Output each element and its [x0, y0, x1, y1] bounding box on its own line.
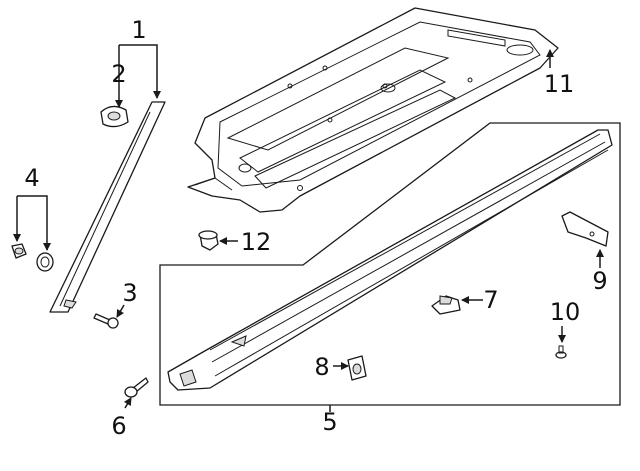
bolt-part: [11, 243, 27, 259]
callout-labels: 1 2 3 4 5 6 7 8 9 10 11 12: [24, 16, 607, 440]
rocker-panel: [167, 129, 613, 391]
callout-2: 2: [111, 60, 126, 88]
callout-8: 8: [314, 353, 329, 381]
callout-5: 5: [322, 408, 337, 436]
callout-10: 10: [550, 298, 581, 326]
callout-6: 6: [111, 412, 126, 440]
callout-4: 4: [24, 164, 39, 192]
callout-12: 12: [241, 228, 272, 256]
pillar-trim: [49, 101, 166, 313]
bolt-6-part: [124, 377, 149, 398]
push-clip-part: [198, 230, 219, 251]
screw-part: [93, 313, 119, 329]
o-ring-part: [36, 252, 54, 272]
callout-3: 3: [122, 279, 137, 307]
bracket-part: [561, 211, 609, 247]
clip-8-part: [347, 355, 367, 381]
assembly-group-frame: [159, 122, 621, 406]
leader-lines: [13, 44, 604, 412]
cap-part: [100, 105, 129, 128]
callout-11: 11: [544, 70, 575, 98]
clip-7-part: [431, 295, 461, 315]
underbody-shield: [187, 7, 559, 213]
callout-7: 7: [483, 286, 498, 314]
callout-9: 9: [592, 267, 607, 295]
pin-part: [555, 345, 567, 359]
callout-1: 1: [131, 16, 146, 44]
